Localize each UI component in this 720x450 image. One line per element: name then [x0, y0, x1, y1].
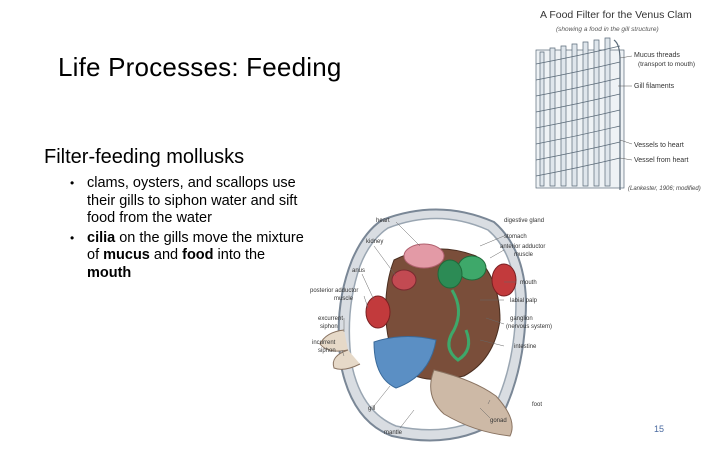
gill-filaments-drawing [536, 38, 624, 190]
bullet-text: and [150, 247, 182, 263]
label-posterior-adductor: posterior adductor [310, 288, 358, 294]
clam-anatomy-figure: heart kidney anus posterior adductor mus… [304, 200, 554, 450]
label-mucus-threads: Mucus threads [634, 52, 680, 59]
label-posterior-adductor-2: muscle [334, 296, 354, 302]
bullet-text: into the [214, 247, 266, 263]
label-anterior-adductor: anterior adductor [500, 244, 545, 250]
label-vessel-from-heart: Vessel from heart [634, 157, 689, 164]
label-anterior-adductor-2: muscle [514, 252, 534, 258]
label-incurrent: incurrent [312, 340, 336, 346]
slide-subtitle: Filter-feeding mollusks [44, 146, 244, 169]
label-stomach: stomach [504, 234, 527, 240]
label-ganglion: ganglion [510, 316, 533, 322]
label-credit: (Lankester, 1906; modified) [628, 186, 701, 192]
clam-shell-drawing [320, 209, 526, 440]
label-incurrent-2: siphon [318, 348, 336, 354]
label-gill: gill [368, 406, 375, 412]
label-anus: anus [352, 268, 365, 274]
bullet-bold-text: mucus [103, 247, 150, 263]
bullet-list: clams, oysters, and scallops use their g… [68, 175, 308, 284]
label-excurrent-2: siphon [320, 324, 338, 330]
label-vessels-to-heart: Vessels to heart [634, 142, 684, 149]
bullet-item: cilia on the gills move the mixture of m… [68, 230, 308, 283]
label-heart: heart [376, 218, 390, 224]
label-excurrent: excurrent [318, 316, 343, 322]
bullet-bold-text: mouth [87, 265, 131, 281]
label-kidney: kidney [366, 239, 383, 245]
label-foot: foot [532, 402, 542, 408]
gill-figure-title: A Food Filter for the Venus Clam [540, 9, 692, 21]
label-labial-palp: labial palp [510, 298, 538, 304]
label-ganglion-2: (nervous system) [506, 324, 552, 330]
label-gonad: gonad [490, 418, 507, 424]
gill-figure-caption: (showing a food in the gill structure) [556, 26, 659, 33]
gill-filter-figure: A Food Filter for the Venus Clam (showin… [528, 0, 720, 200]
label-intestine: intestine [514, 344, 537, 350]
bullet-bold-text: food [182, 247, 213, 263]
label-digestive-gland: digestive gland [504, 218, 544, 224]
page-number: 15 [654, 424, 664, 434]
label-mucus-sub: (transport to mouth) [638, 61, 695, 68]
label-mantle: mantle [384, 430, 403, 436]
bullet-bold-text: cilia [87, 230, 115, 246]
bullet-text: clams, oysters, and scallops use their g… [87, 175, 297, 226]
label-mouth: mouth [520, 280, 537, 286]
label-gill-filaments: Gill filaments [634, 83, 675, 90]
bullet-item: clams, oysters, and scallops use their g… [68, 175, 308, 228]
slide-title: Life Processes: Feeding [58, 52, 342, 83]
